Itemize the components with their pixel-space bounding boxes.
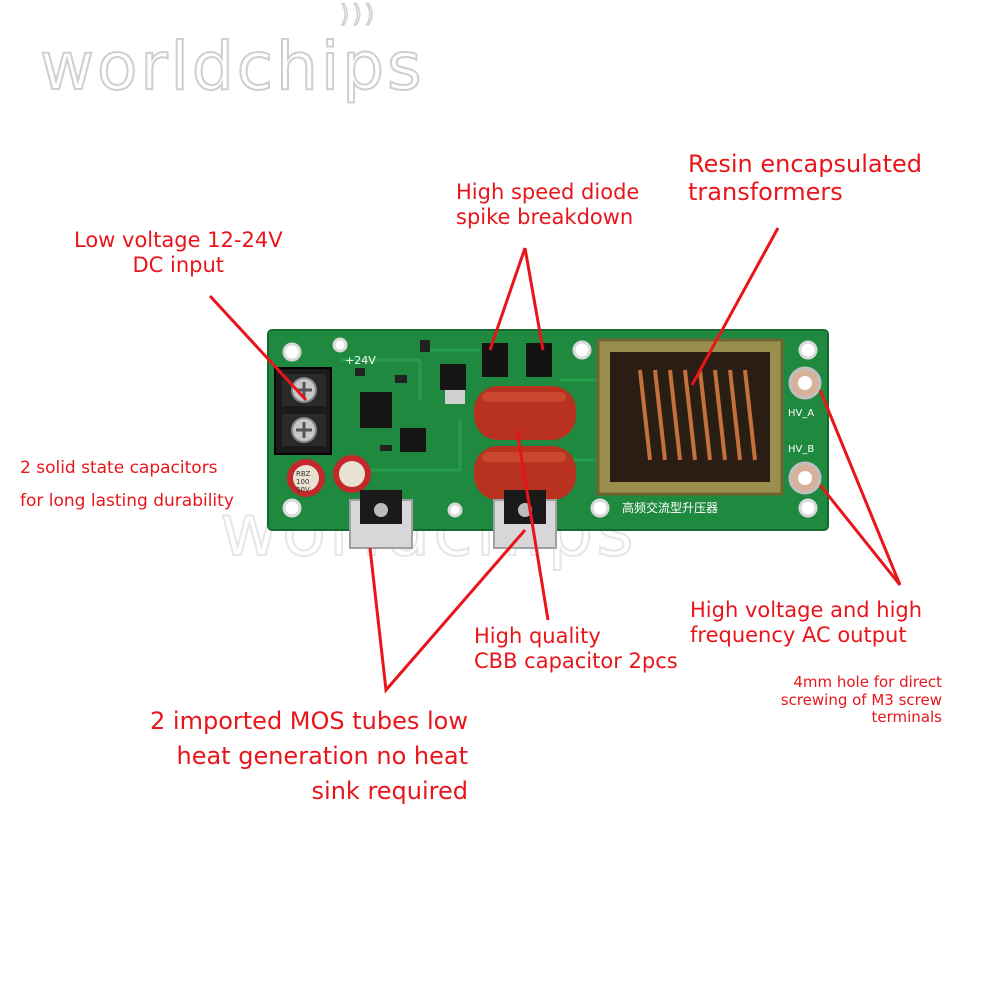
mos-tubes <box>349 490 557 549</box>
annotation-cbb-caps: High quality CBB capacitor 2pcs <box>474 624 678 673</box>
transformer <box>596 338 784 496</box>
annotation-solid-caps: 2 solid state capacitors for long lastin… <box>20 458 234 512</box>
silkscreen-chinese: 高频交流型升压器 <box>622 500 718 515</box>
mounting-holes <box>282 337 818 518</box>
wifi-icon: ))) <box>339 0 378 29</box>
cap-marking-3: 50V <box>296 486 310 494</box>
callout-lines <box>208 227 902 694</box>
annotation-hv-output: High voltage and high frequency AC outpu… <box>690 598 923 647</box>
annotation-dc-input: Low voltage 12-24V DC input <box>74 228 283 277</box>
annotation-hole-note: 4mm hole for direct screwing of M3 screw… <box>780 673 942 727</box>
silkscreen-voltage: +24V <box>345 354 376 367</box>
diode-2 <box>526 343 552 377</box>
solid-capacitors <box>287 455 371 497</box>
hv-output-pads <box>788 366 822 495</box>
watermark-top: worldchips <box>39 27 425 106</box>
silkscreen-hv-a: HV_A <box>788 408 814 419</box>
annotation-diode: High speed diode spike breakdown <box>456 180 640 229</box>
annotation-transformer: Resin encapsulated transformers <box>688 150 922 207</box>
cap-marking-2: 100 <box>296 478 309 486</box>
annotation-mos-tubes: 2 imported MOS tubes low heat generation… <box>150 707 468 805</box>
diode-1 <box>482 343 508 377</box>
silkscreen-hv-b: HV_B <box>788 444 814 455</box>
cap-marking-1: RBZ <box>296 470 311 478</box>
